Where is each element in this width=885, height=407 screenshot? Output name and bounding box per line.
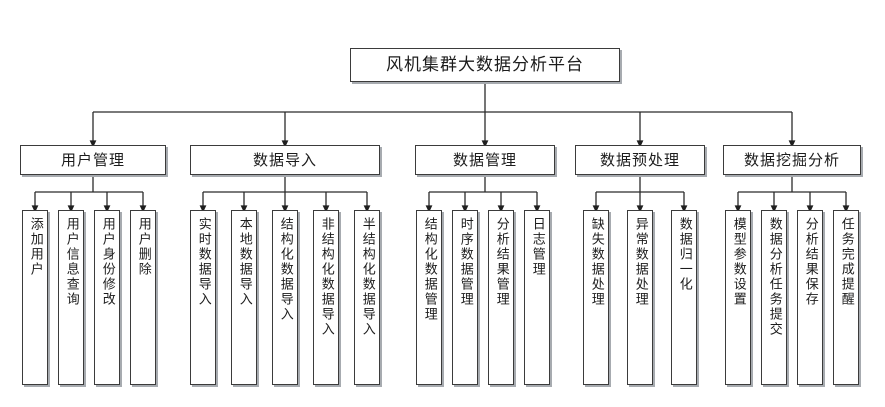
node-root[interactable]: 风机集群大数据分析平台 <box>350 48 620 82</box>
node-leaf[interactable]: 半结构化数据导入 <box>354 210 380 385</box>
node-leaf-label: 分析结果保存 <box>802 217 818 307</box>
node-leaf[interactable]: 缺失数据处理 <box>583 210 609 385</box>
node-leaf[interactable]: 任务完成提醒 <box>833 210 859 385</box>
node-leaf-label: 模型参数设置 <box>730 217 746 307</box>
node-group-label: 用户管理 <box>60 150 125 169</box>
node-leaf-label: 缺失数据处理 <box>588 217 604 307</box>
node-leaf-label: 异常数据处理 <box>632 217 648 307</box>
node-leaf[interactable]: 用户身份修改 <box>94 210 120 385</box>
node-leaf[interactable]: 实时数据导入 <box>190 210 216 385</box>
node-leaf-label: 非结构化数据导入 <box>318 217 334 337</box>
node-leaf-label: 分析结果管理 <box>493 217 509 307</box>
node-leaf-label: 实时数据导入 <box>195 217 211 307</box>
node-leaf[interactable]: 数据分析任务提交 <box>761 210 787 385</box>
node-leaf-label: 本地数据导入 <box>236 217 252 307</box>
node-leaf[interactable]: 用户删除 <box>130 210 156 385</box>
node-leaf[interactable]: 日志管理 <box>524 210 550 385</box>
node-leaf[interactable]: 模型参数设置 <box>725 210 751 385</box>
node-leaf[interactable]: 分析结果保存 <box>797 210 823 385</box>
node-root-label: 风机集群大数据分析平台 <box>386 54 584 75</box>
node-leaf[interactable]: 添加用户 <box>22 210 48 385</box>
node-leaf-label: 半结构化数据导入 <box>359 217 375 337</box>
node-group-data-preprocessing[interactable]: 数据预处理 <box>575 145 705 175</box>
node-group-data-import[interactable]: 数据导入 <box>190 145 380 175</box>
node-leaf[interactable]: 时序数据管理 <box>452 210 478 385</box>
node-group-label: 数据导入 <box>252 150 317 169</box>
node-leaf-label: 日志管理 <box>529 217 545 277</box>
node-leaf-label: 结构化数据导入 <box>277 217 293 322</box>
node-leaf[interactable]: 用户信息查询 <box>58 210 84 385</box>
node-leaf[interactable]: 非结构化数据导入 <box>313 210 339 385</box>
node-leaf-label: 数据归一化 <box>676 217 692 292</box>
node-leaf[interactable]: 分析结果管理 <box>488 210 514 385</box>
node-group-label: 数据预处理 <box>599 150 680 169</box>
node-leaf-label: 时序数据管理 <box>457 217 473 307</box>
node-leaf-label: 用户信息查询 <box>63 217 79 307</box>
node-leaf-label: 用户身份修改 <box>99 217 115 307</box>
node-group-label: 数据挖掘分析 <box>743 150 840 169</box>
node-leaf[interactable]: 异常数据处理 <box>627 210 653 385</box>
node-leaf[interactable]: 结构化数据管理 <box>416 210 442 385</box>
node-group-data-management[interactable]: 数据管理 <box>415 145 555 175</box>
node-group-user-management[interactable]: 用户管理 <box>20 145 166 175</box>
node-leaf-label: 数据分析任务提交 <box>766 217 782 337</box>
node-leaf-label: 用户删除 <box>135 217 151 277</box>
node-leaf-label: 任务完成提醒 <box>838 217 854 307</box>
node-leaf[interactable]: 本地数据导入 <box>231 210 257 385</box>
node-group-data-mining-analysis[interactable]: 数据挖掘分析 <box>723 145 861 175</box>
node-leaf[interactable]: 数据归一化 <box>671 210 697 385</box>
node-leaf-label: 添加用户 <box>27 217 43 277</box>
node-leaf-label: 结构化数据管理 <box>421 217 437 322</box>
node-leaf[interactable]: 结构化数据导入 <box>272 210 298 385</box>
node-group-label: 数据管理 <box>452 150 517 169</box>
